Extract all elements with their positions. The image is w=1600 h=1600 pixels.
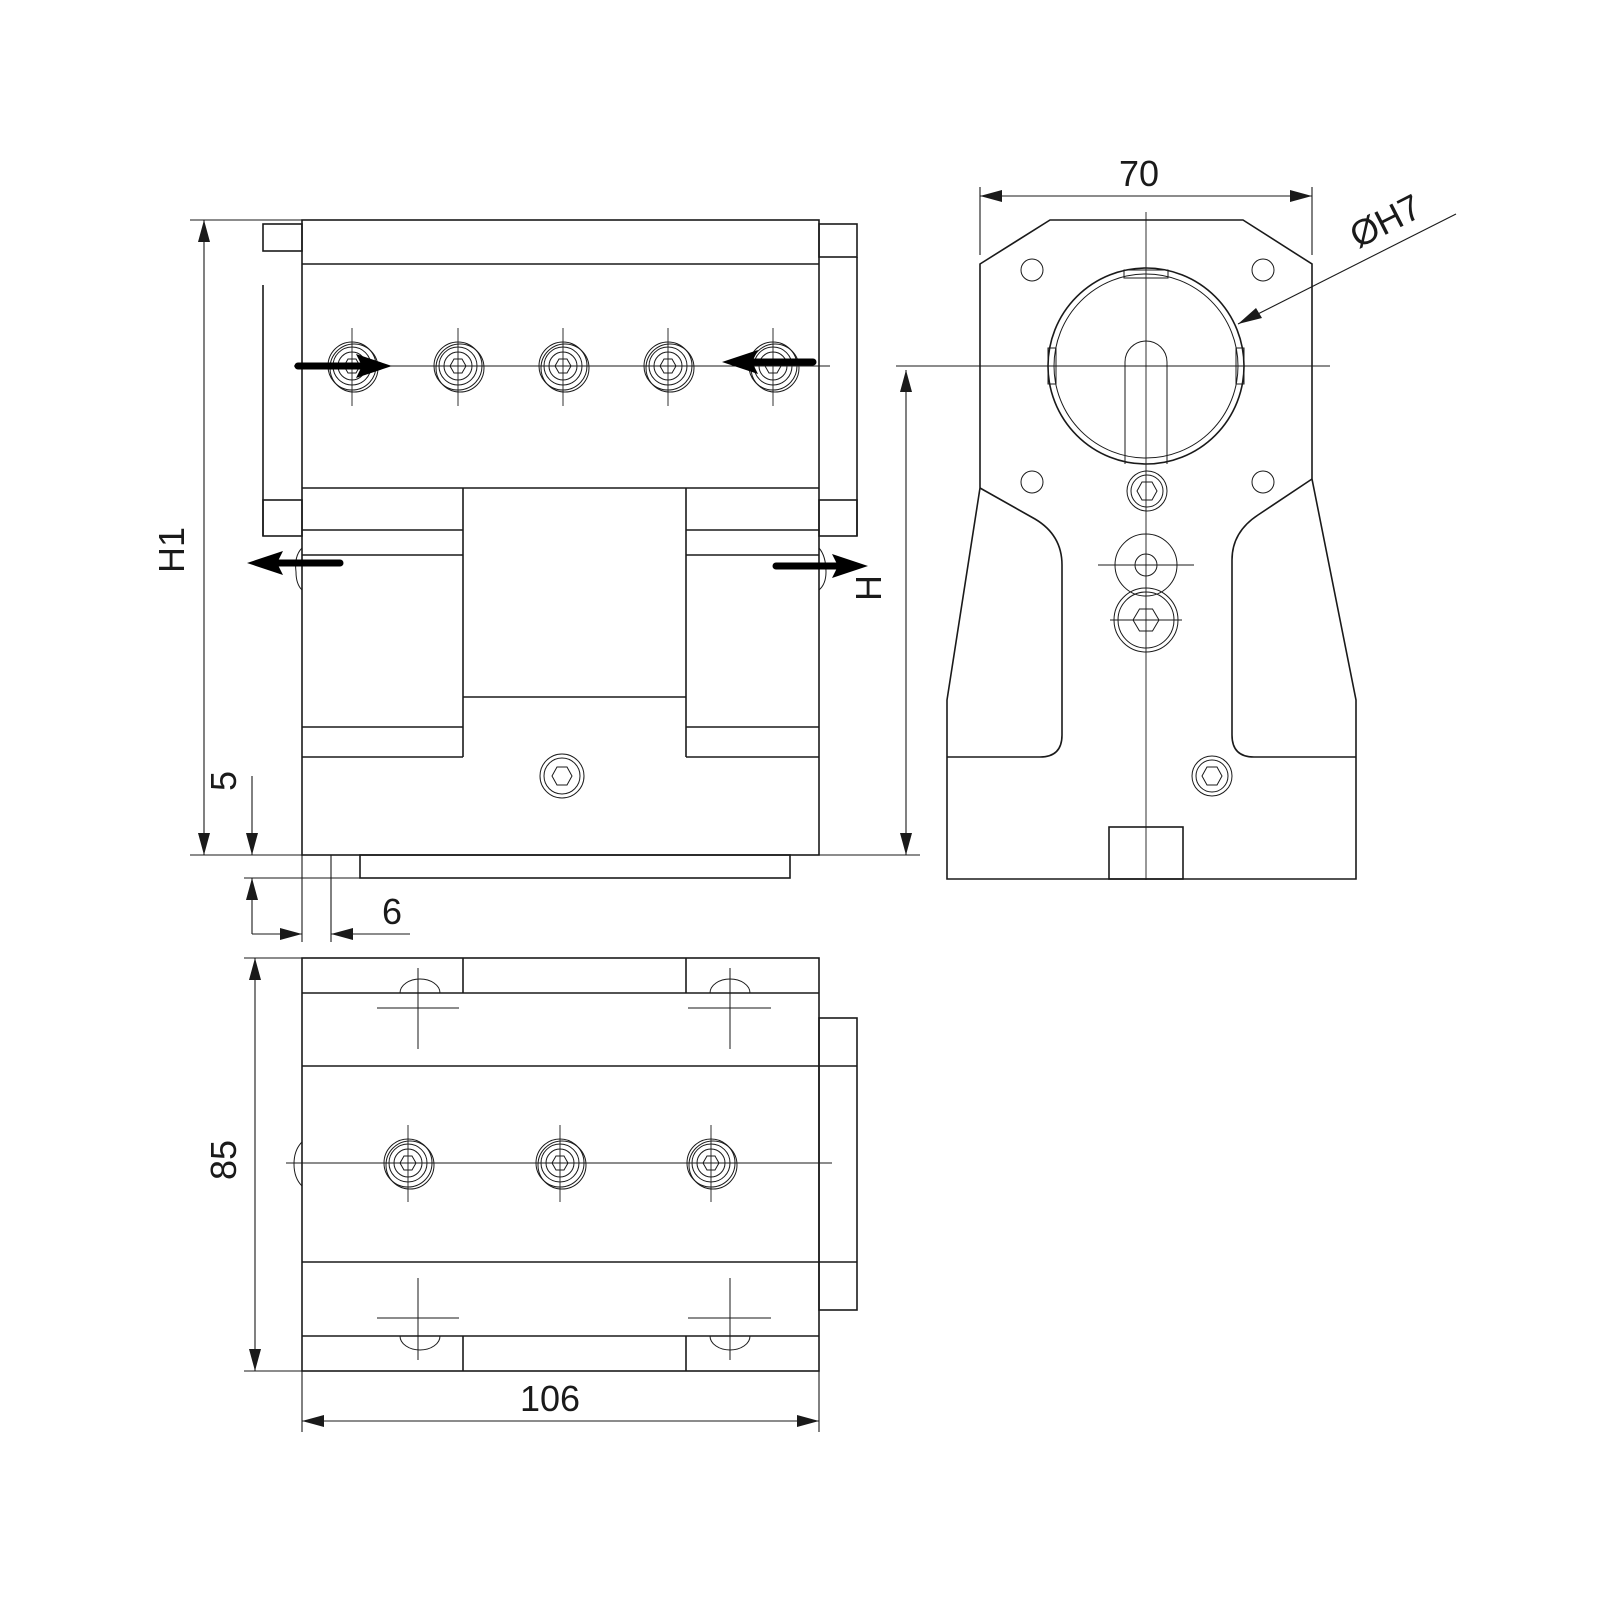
top-view xyxy=(286,957,858,1372)
clamp-arrow-icon xyxy=(294,354,392,378)
dim-label-6: 6 xyxy=(382,891,402,932)
screw-icon xyxy=(643,328,695,406)
side-view xyxy=(896,212,1357,880)
dim-label-bore: ØH7 xyxy=(1343,186,1428,256)
dim-label-5: 5 xyxy=(203,771,244,791)
release-arrow-icon xyxy=(247,551,344,575)
front-view xyxy=(247,219,868,879)
dim-label-h1: H1 xyxy=(151,527,192,573)
screw-icon xyxy=(538,328,590,406)
dim-label-106: 106 xyxy=(520,1378,580,1419)
release-arrow-icon xyxy=(772,554,868,578)
dim-label-70: 70 xyxy=(1119,153,1159,194)
screw-icon xyxy=(433,328,485,406)
screw-icon xyxy=(535,1125,587,1202)
screw-icon xyxy=(1126,470,1168,512)
screw-icon xyxy=(748,328,800,406)
screw-icon xyxy=(383,1125,435,1202)
clamp-arrow-icon xyxy=(722,350,817,374)
screw-icon xyxy=(539,753,585,799)
dimension-lines xyxy=(190,187,1457,1432)
dim-label-85: 85 xyxy=(203,1140,244,1180)
dim-label-h: H xyxy=(848,575,889,601)
screw-icon xyxy=(1191,755,1233,797)
screw-icon xyxy=(686,1125,738,1202)
